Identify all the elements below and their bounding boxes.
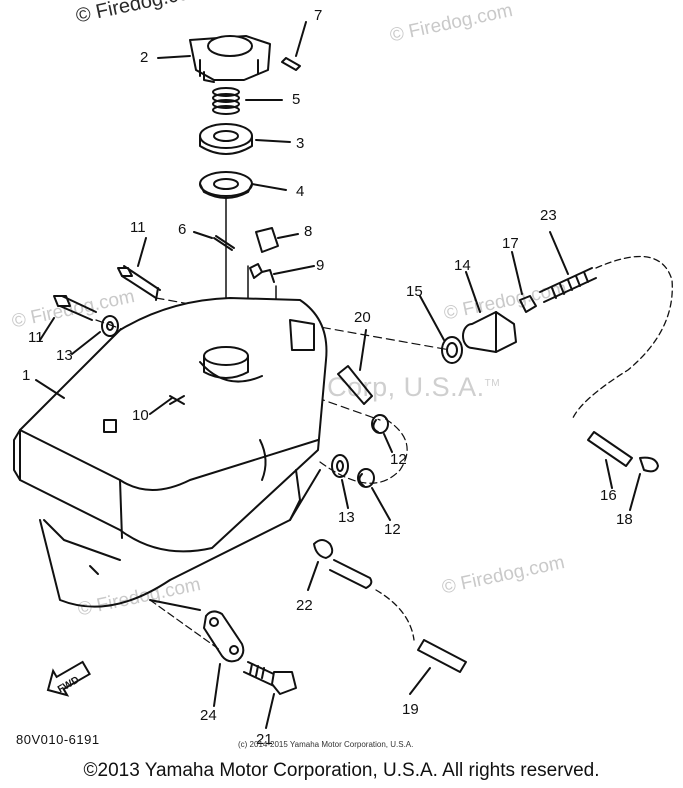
callout-11-lower: 11: [28, 329, 44, 346]
callout-3: 3: [296, 135, 305, 152]
part-screw-6: [213, 235, 235, 251]
part-ring-15: [441, 336, 463, 364]
part-tube-20: [337, 365, 373, 405]
part-washer-12-upper: [371, 414, 389, 434]
callout-19: 19: [402, 701, 419, 718]
part-pin: [281, 57, 301, 71]
part-clip-8: [255, 227, 279, 253]
callout-22: 22: [296, 597, 313, 614]
part-fitting-14: [462, 311, 517, 353]
part-fuel-tank: [13, 297, 328, 611]
callout-8: 8: [304, 223, 313, 240]
part-clamp-17: [519, 295, 537, 313]
part-code: 80V010-6191: [16, 732, 100, 747]
callout-17: 17: [502, 235, 519, 252]
callout-14: 14: [454, 257, 471, 274]
callout-6: 6: [178, 221, 187, 238]
part-pin-19: [417, 639, 467, 673]
callout-11-upper: 11: [130, 219, 146, 236]
callout-16: 16: [600, 487, 617, 504]
part-bracket-24: [203, 610, 245, 663]
callout-15: 15: [406, 283, 423, 300]
part-clip-18: [639, 456, 659, 473]
callout-1: 1: [22, 367, 31, 384]
part-washer-13-lower: [331, 454, 349, 478]
part-hose: [329, 559, 373, 589]
part-pin-16: [587, 431, 633, 467]
fwd-arrow-icon: [46, 660, 91, 697]
callout-18: 18: [616, 511, 633, 528]
callout-13-left: 13: [56, 347, 73, 364]
footer-copyright: ©2013 Yamaha Motor Corporation, U.S.A. A…: [83, 760, 600, 781]
trademark-mark: TM: [484, 378, 501, 389]
part-washer-12-lower: [357, 468, 375, 488]
part-clamp-9: [249, 263, 275, 283]
callout-13-right: 13: [338, 509, 355, 526]
part-bolt-11-lower: [53, 295, 97, 321]
part-cap: [189, 35, 271, 83]
part-washer: [199, 171, 253, 199]
callout-2: 2: [140, 49, 149, 66]
part-washer-13: [101, 315, 119, 337]
callout-10: 10: [132, 407, 149, 424]
callout-12-upper: 12: [390, 451, 407, 468]
part-clamp-22: [313, 539, 334, 559]
part-bolt-11-upper: [117, 265, 161, 301]
part-bolt-21: [243, 661, 297, 695]
small-copyright: (c) 2014-2015 Yamaha Motor Corporation, …: [238, 740, 414, 749]
callout-23: 23: [540, 207, 557, 224]
callout-4: 4: [296, 183, 305, 200]
part-seal: [199, 123, 253, 155]
callout-21: 21: [256, 731, 273, 748]
part-hose-23: [539, 255, 673, 421]
callout-9: 9: [316, 257, 325, 274]
callout-12-lower: 12: [384, 521, 401, 538]
callout-24: 24: [200, 707, 217, 724]
callout-5: 5: [292, 91, 301, 108]
callout-20: 20: [354, 309, 371, 326]
part-spring: [212, 87, 240, 115]
callout-7: 7: [314, 7, 323, 24]
